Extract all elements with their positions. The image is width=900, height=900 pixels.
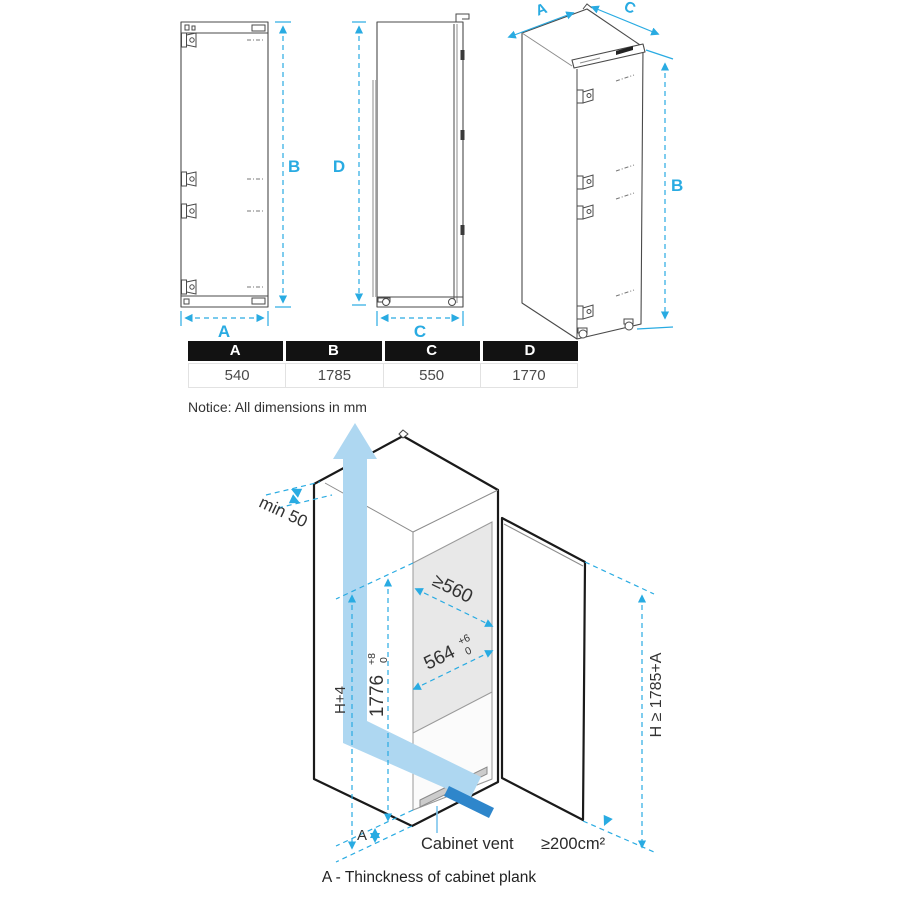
front-width-label: A: [218, 322, 230, 340]
side-depth-label: C: [414, 322, 426, 340]
perspective-width-label: A: [533, 0, 549, 20]
niche-height-sup: +8: [366, 653, 378, 665]
product-views-drawing: B A: [180, 0, 683, 340]
airflow-inlet-arrow: [444, 786, 494, 818]
value-cell: 540: [188, 363, 287, 388]
units-notice: Notice: All dimensions in mm: [188, 399, 367, 415]
dimension-table-header: A B C D: [188, 341, 578, 361]
perspective-view: A C B: [507, 0, 683, 340]
dimension-b-perspective: B: [636, 49, 683, 330]
niche-width-sub: 0: [463, 644, 474, 657]
cabinet-door-open: [500, 516, 587, 822]
roller-wheel: [382, 298, 390, 306]
side-height-label: D: [333, 157, 345, 176]
front-view: B A: [180, 21, 300, 340]
value-cell: 1770: [479, 363, 578, 388]
plank-thickness-label: A: [357, 827, 367, 844]
control-panel: [571, 43, 646, 69]
value-cell: 550: [382, 363, 481, 388]
dimension-table: A B C D 540 1785 550 1770: [188, 341, 578, 388]
side-view: D C: [333, 13, 470, 340]
vent-area-value: ≥200cm²: [541, 835, 606, 853]
dimension-d: D: [333, 21, 366, 306]
airflow-up-arrow: [333, 423, 481, 799]
vent-label: Cabinet vent: [421, 835, 514, 853]
diagram-caption: A - Thinckness of cabinet plank: [321, 869, 537, 886]
height-tolerance-label: H+4: [332, 686, 349, 714]
installation-drawing: min 50 H+4 1776 +8 0 ≥560: [256, 423, 665, 863]
dimension-required-height: H ≥ 1785+A: [582, 561, 665, 853]
header-cell: A: [188, 341, 284, 361]
hinge-mark: [460, 130, 465, 140]
top-clearance-label: min 50: [256, 493, 310, 532]
front-height-label: B: [288, 157, 300, 176]
hinge-mark: [460, 50, 465, 60]
niche-width-sup: +6: [456, 632, 472, 648]
dimension-table-values: 540 1785 550 1770: [188, 363, 578, 388]
roller-wheel: [624, 321, 634, 331]
niche-height-sub: 0: [378, 657, 390, 663]
dimension-b: B: [275, 21, 300, 308]
vent-label-group: Cabinet vent ≥200cm²: [421, 835, 606, 853]
header-cell: D: [482, 341, 578, 361]
dimension-height-tolerance: H+4: [332, 562, 414, 850]
dimension-c: C: [376, 311, 464, 340]
dimension-a: A: [180, 311, 269, 340]
dimension-niche-height: 1776 +8 0: [366, 578, 393, 822]
hinge-mark: [460, 225, 465, 235]
roller-wheel: [578, 329, 588, 339]
required-height-label: H ≥ 1785+A: [648, 652, 665, 737]
header-cell: B: [286, 341, 382, 361]
header-cell: C: [384, 341, 480, 361]
dimension-plank-thickness: A: [335, 809, 414, 863]
value-cell: 1785: [285, 363, 384, 388]
niche-height-value: 1776: [367, 675, 388, 717]
perspective-depth-label: C: [621, 0, 638, 18]
perspective-height-label: B: [671, 176, 683, 195]
roller-wheel: [448, 298, 456, 306]
